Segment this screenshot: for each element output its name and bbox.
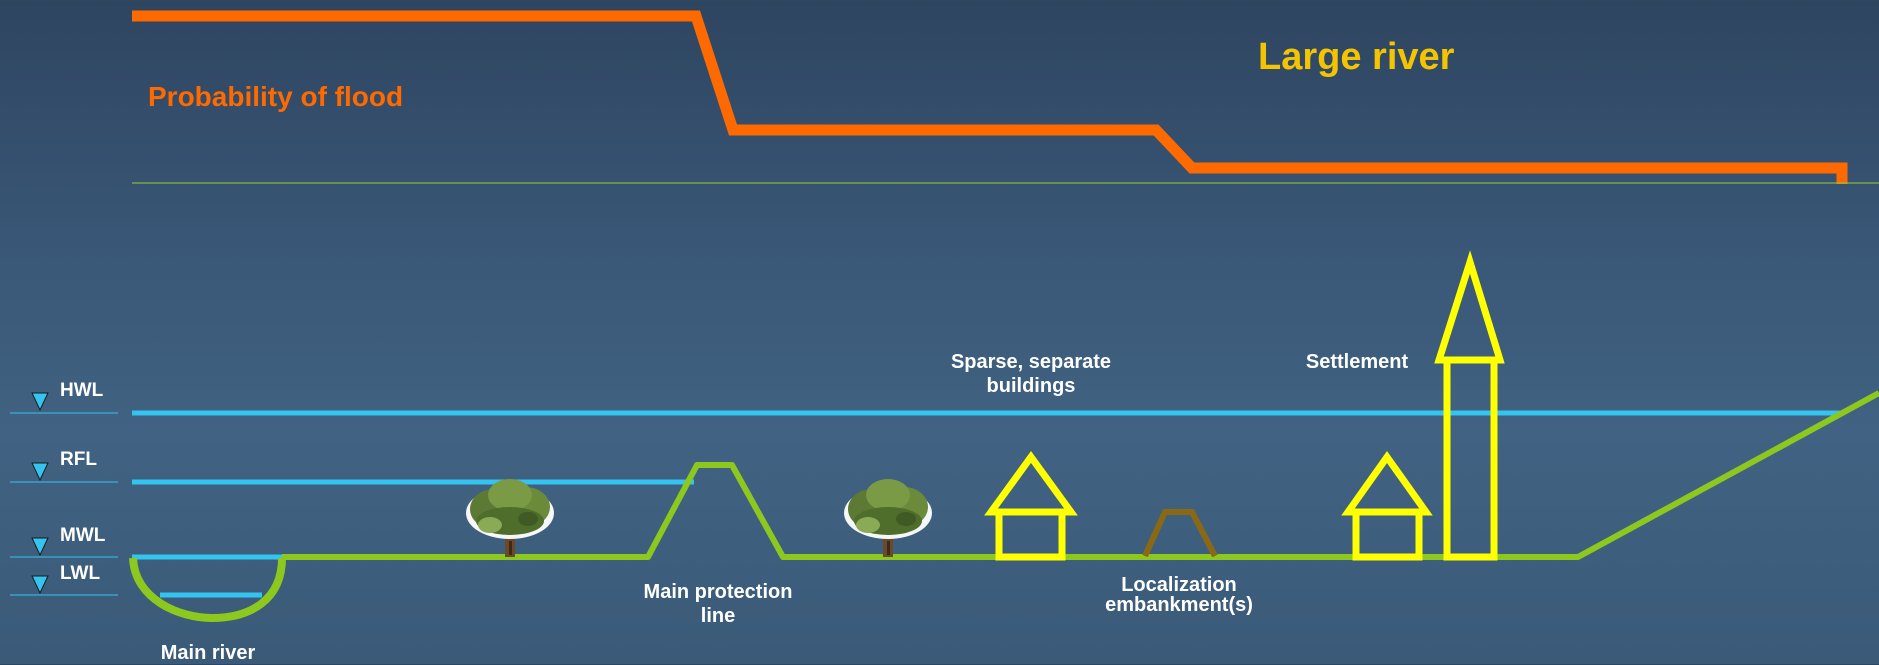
probability-line <box>132 10 1848 184</box>
localization-label: Localization embankment(s) <box>1105 574 1253 616</box>
hwl-marker-icon <box>31 392 49 412</box>
sparse-buildings-label: Sparse, separate buildings <box>950 351 1112 397</box>
lwl-label: LWL <box>60 563 101 584</box>
ground-line <box>282 390 1879 560</box>
mwl-label: MWL <box>60 525 106 546</box>
house-icon <box>1341 450 1433 561</box>
tower-icon <box>1434 250 1505 561</box>
river-channel <box>129 557 286 623</box>
settlement-label: Settlement <box>1305 351 1409 373</box>
main-protection-label: Main protection line <box>643 581 793 627</box>
rfl-label: RFL <box>60 449 97 470</box>
probability-label: Probability of flood <box>148 81 404 112</box>
lwl-marker-icon <box>31 575 49 595</box>
tree-icon <box>844 479 932 557</box>
localization-embankment <box>1142 509 1218 558</box>
tree-icon <box>466 479 554 557</box>
mwl-marker-icon <box>31 537 49 557</box>
chart-title: Large river <box>1258 36 1455 78</box>
hwl-label: HWL <box>60 380 104 401</box>
main-river-label: Main river <box>160 642 256 664</box>
rfl-marker-icon <box>31 462 49 482</box>
house-icon <box>984 451 1078 561</box>
